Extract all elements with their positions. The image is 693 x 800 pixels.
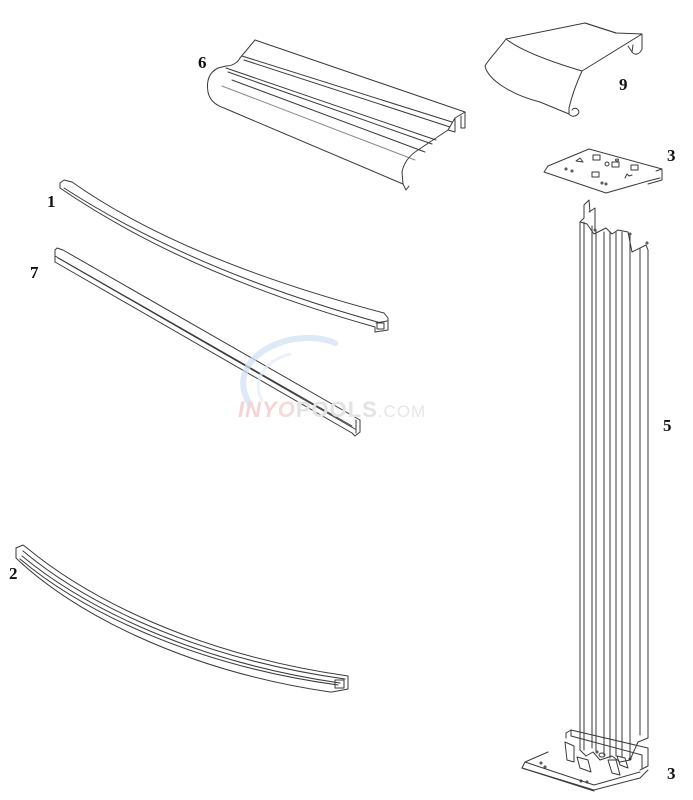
callout-2: 2 [9,564,18,583]
callout-3-bottom: 3 [667,764,676,783]
callout-3-top: 3 [667,146,676,165]
callout-1: 1 [47,192,56,211]
part-5-upright [580,200,648,762]
callout-5: 5 [663,416,672,435]
part-9-top-cap [485,23,642,116]
watermark-swoosh-icon [243,338,335,405]
part-6-top-ledge [207,40,465,190]
part-2-curved-bottom-track [16,545,348,692]
part-3-top-plate [544,149,662,193]
part-7-stabilizer-rail [55,248,360,436]
part-3-bottom-plate [522,730,648,791]
callout-9: 9 [619,75,628,94]
callout-7: 7 [30,263,39,282]
callout-6: 6 [198,53,207,72]
part-1-curved-top-rail [60,180,388,332]
